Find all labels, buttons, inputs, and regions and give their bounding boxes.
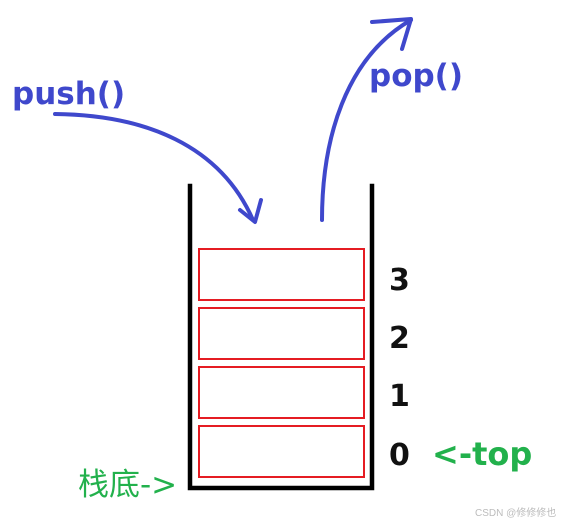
top-pointer-label: <-top <box>432 435 533 473</box>
slot-index-1: 1 <box>389 379 410 414</box>
slot-index-2: 2 <box>389 321 410 356</box>
stack-slot-3 <box>198 248 365 301</box>
slot-index-3: 3 <box>389 263 410 298</box>
pop-arrowhead-icon <box>370 17 413 51</box>
slot-index-0: 0 <box>389 438 410 473</box>
watermark: CSDN @修修修也 <box>475 508 557 519</box>
push-arrowhead-icon <box>238 198 263 224</box>
pop-arrow-icon <box>320 18 413 222</box>
push-arrow-icon <box>53 112 255 222</box>
stack-slot-1 <box>198 366 365 419</box>
pop-operation-label: pop() <box>369 58 464 94</box>
push-operation-label: push() <box>12 76 126 112</box>
stack-slot-0 <box>198 425 365 478</box>
stack-bottom-label: 栈底-> <box>78 467 178 503</box>
stack-container <box>187 183 375 491</box>
stack-slot-2 <box>198 307 365 360</box>
